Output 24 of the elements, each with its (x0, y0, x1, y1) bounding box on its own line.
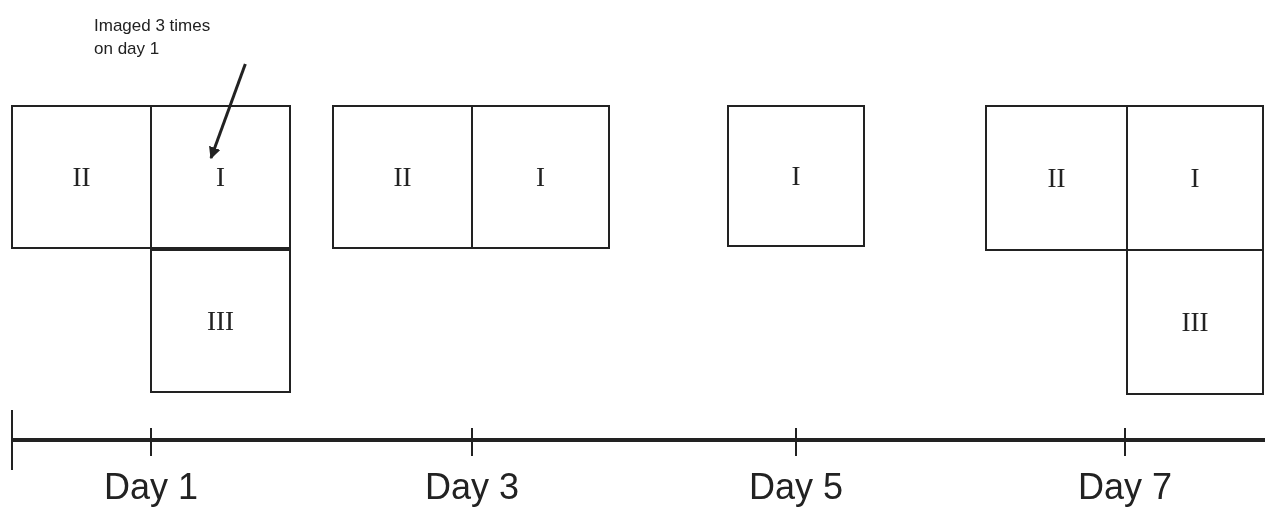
annotation-text: Imaged 3 times on day 1 (94, 15, 212, 60)
image-frame (11, 105, 152, 249)
frame-label: I (791, 160, 801, 192)
arrow (209, 63, 247, 160)
image-frame (332, 105, 473, 249)
frame-label: I (1190, 162, 1200, 194)
image-frame (985, 105, 1128, 251)
image-frame (150, 247, 291, 393)
frame-label: III (207, 305, 234, 337)
image-frame (1126, 249, 1264, 395)
day-label: Day 3 (425, 466, 519, 508)
frame-label: II (1047, 162, 1066, 194)
day-label: Day 5 (749, 466, 843, 508)
image-frame (471, 105, 610, 249)
day-label: Day 1 (104, 466, 198, 508)
frame-label: I (216, 161, 225, 193)
frame-label: III (1181, 306, 1209, 338)
image-frame (727, 105, 865, 247)
frame-label: II (393, 161, 412, 193)
frame-label: II (72, 161, 91, 193)
frame-label: I (536, 161, 545, 193)
image-frame (1126, 105, 1264, 251)
day-label: Day 7 (1078, 466, 1172, 508)
image-frame (150, 105, 291, 249)
